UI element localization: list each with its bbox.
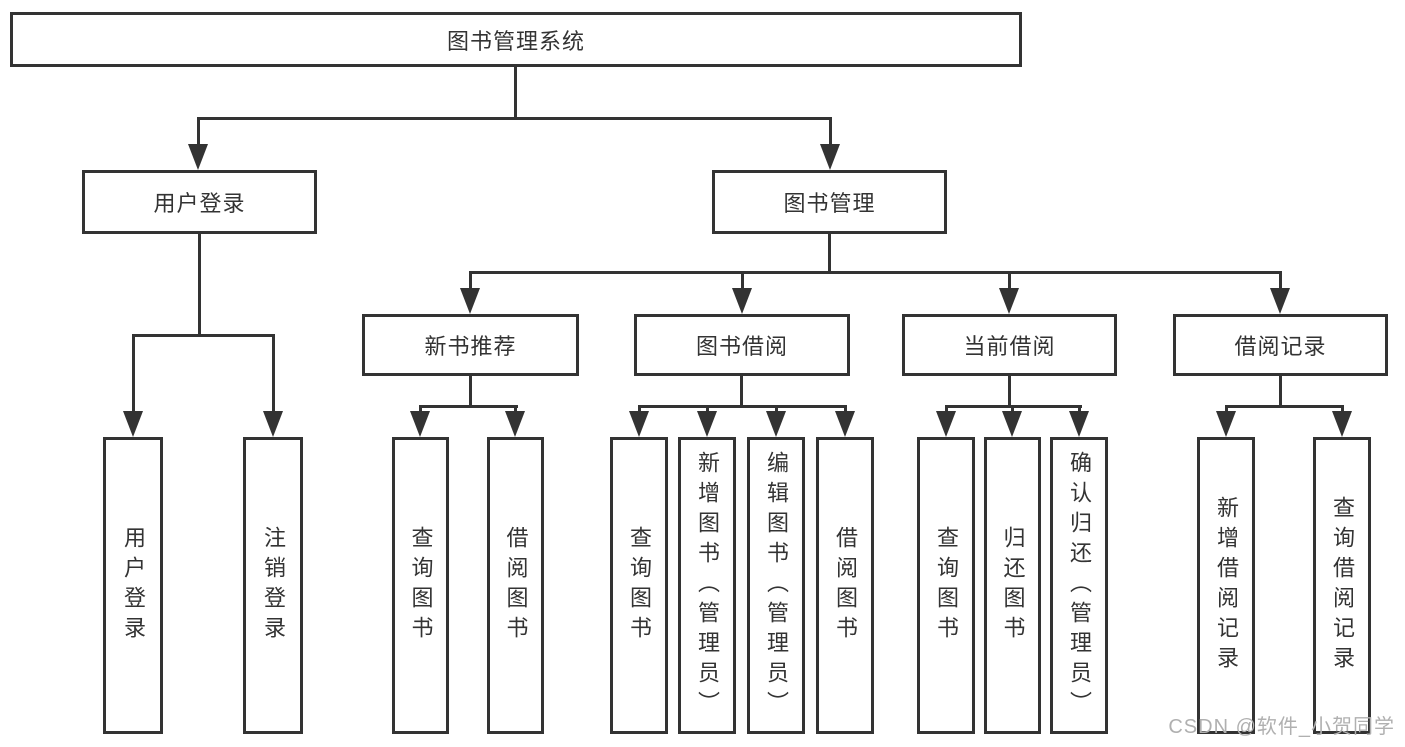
connector-line <box>1341 405 1344 414</box>
node-library-system-root: 图书管理系统 <box>10 12 1022 67</box>
node-new-book-recommend: 新书推荐 <box>362 314 579 376</box>
leaf-label: 查询图书 <box>934 525 959 646</box>
connector-line <box>132 334 275 337</box>
connector-line <box>844 405 847 414</box>
arrowhead-down-icon <box>460 288 480 314</box>
arrowhead-down-icon <box>999 288 1019 314</box>
connector-line <box>469 271 472 291</box>
connector-line <box>514 67 517 119</box>
connector-line <box>198 234 201 337</box>
connector-line <box>1008 376 1011 408</box>
node-book-management-branch: 图书管理 <box>712 170 947 234</box>
arrowhead-down-icon <box>410 411 430 437</box>
connector-line <box>1279 376 1282 408</box>
connector-line <box>638 405 847 408</box>
arrowhead-down-icon <box>629 411 649 437</box>
connector-line <box>706 405 709 414</box>
connector-line <box>828 234 831 274</box>
node-label: 图书管理系统 <box>446 28 585 54</box>
leaf-return-books: 归还图书 <box>984 437 1041 734</box>
leaf-borrow-books-borrow: 借阅图书 <box>816 437 874 734</box>
csdn-watermark: CSDN @软件_小贺同学 <box>1168 716 1395 738</box>
node-label: 用户登录 <box>153 191 246 216</box>
node-borrow-records: 借阅记录 <box>1173 314 1388 376</box>
arrowhead-down-icon <box>820 144 840 170</box>
leaf-edit-books-admin: 编辑图书（管理员） <box>747 437 805 734</box>
connector-line <box>1225 405 1228 414</box>
node-label: 当前借阅 <box>963 334 1056 359</box>
node-label: 新书推荐 <box>424 334 517 359</box>
arrowhead-down-icon <box>1332 411 1352 437</box>
connector-line <box>1279 271 1282 291</box>
leaf-label: 新增图书（管理员） <box>695 450 720 721</box>
connector-line <box>775 405 778 414</box>
leaf-label: 借阅图书 <box>503 525 529 646</box>
leaf-add-books-admin: 新增图书（管理员） <box>678 437 736 734</box>
connector-line <box>1011 405 1014 414</box>
node-label: 借阅记录 <box>1234 334 1327 359</box>
connector-line <box>945 405 948 414</box>
leaf-label: 用户登录 <box>121 525 146 646</box>
leaf-query-books-current: 查询图书 <box>917 437 975 734</box>
arrowhead-down-icon <box>697 411 717 437</box>
leaf-label: 新增借阅记录 <box>1214 495 1239 676</box>
node-label: 图书借阅 <box>695 334 788 359</box>
leaf-logout: 注销登录 <box>243 437 303 734</box>
arrowhead-down-icon <box>732 288 752 314</box>
connector-line <box>469 376 472 408</box>
leaf-user-login: 用户登录 <box>103 437 163 734</box>
leaf-query-books-borrow: 查询图书 <box>610 437 668 734</box>
connector-line <box>197 117 832 120</box>
arrowhead-down-icon <box>1270 288 1290 314</box>
node-current-borrow: 当前借阅 <box>902 314 1117 376</box>
arrowhead-down-icon <box>1216 411 1236 437</box>
arrowhead-down-icon <box>835 411 855 437</box>
connector-line <box>514 405 517 414</box>
arrowhead-down-icon <box>263 411 283 437</box>
connector-line <box>419 405 518 408</box>
leaf-label: 借阅图书 <box>833 525 858 646</box>
leaf-confirm-return-admin: 确认归还（管理员） <box>1050 437 1108 734</box>
connector-line <box>1078 405 1081 414</box>
connector-line <box>638 405 641 414</box>
connector-line <box>741 271 744 291</box>
leaf-label: 查询图书 <box>627 525 652 646</box>
arrowhead-down-icon <box>123 411 143 437</box>
connector-line <box>1008 271 1011 291</box>
arrowhead-down-icon <box>505 411 525 437</box>
leaf-add-borrow-record: 新增借阅记录 <box>1197 437 1255 734</box>
leaf-label: 归还图书 <box>1000 525 1026 646</box>
arrowhead-down-icon <box>188 144 208 170</box>
arrowhead-down-icon <box>1069 411 1089 437</box>
arrowhead-down-icon <box>936 411 956 437</box>
leaf-label: 查询图书 <box>408 525 434 646</box>
leaf-label: 编辑图书（管理员） <box>764 450 789 721</box>
leaf-query-borrow-record: 查询借阅记录 <box>1313 437 1371 734</box>
node-user-login-branch: 用户登录 <box>82 170 317 234</box>
connector-line <box>132 334 135 412</box>
node-label: 图书管理 <box>783 191 876 216</box>
connector-line <box>197 117 200 146</box>
leaf-label: 注销登录 <box>261 525 286 646</box>
arrowhead-down-icon <box>1002 411 1022 437</box>
leaf-label: 查询借阅记录 <box>1330 495 1355 676</box>
arrowhead-down-icon <box>766 411 786 437</box>
leaf-borrow-books-newbook: 借阅图书 <box>487 437 544 734</box>
connector-line <box>469 271 1282 274</box>
connector-line <box>1225 405 1344 408</box>
connector-line <box>740 376 743 408</box>
leaf-query-books-newbook: 查询图书 <box>392 437 449 734</box>
connector-line <box>272 334 275 412</box>
leaf-label: 确认归还（管理员） <box>1067 450 1092 721</box>
connector-line <box>419 405 422 414</box>
node-book-borrow: 图书借阅 <box>634 314 850 376</box>
connector-line <box>829 117 832 146</box>
